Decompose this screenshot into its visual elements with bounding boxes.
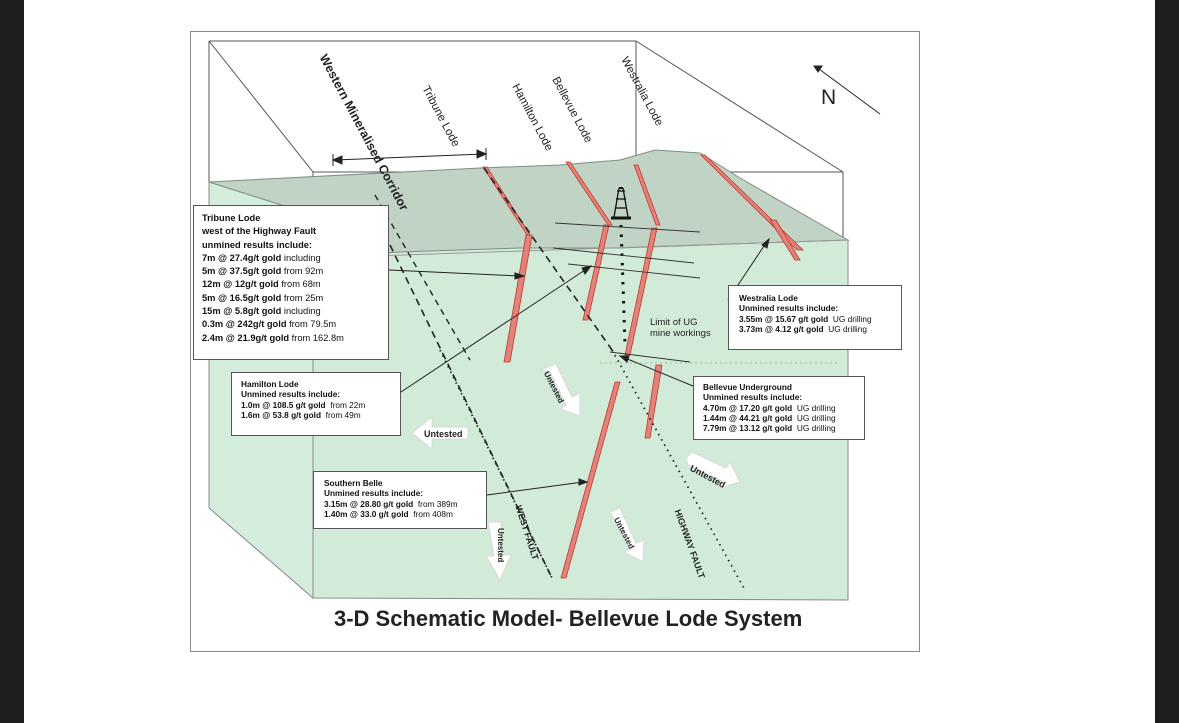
drill-hole-trace <box>619 224 627 346</box>
untested-label-down1: Untested <box>496 528 505 563</box>
highway-fault-line <box>483 167 613 351</box>
result-row: 7m @ 27.4g/t gold including <box>202 252 321 263</box>
leader-arrows <box>331 148 770 496</box>
fault-lines <box>374 167 746 591</box>
westralia-lode-vein-deep <box>769 219 801 261</box>
untested-arrow-down1 <box>485 521 512 582</box>
result-row: 3.73m @ 4.12 g/t gold UG drilling <box>739 324 867 335</box>
westralia-results-box: Westralia Lode Unmined results include: … <box>728 285 902 350</box>
result-row: 3.15m @ 28.80 g/t gold from 389m <box>324 498 458 509</box>
southern-belle-results-box: Southern Belle Unmined results include: … <box>313 471 487 529</box>
hamilton-lode-vein-deep <box>582 224 610 321</box>
tribune-subtitle2: unmined results include: <box>202 239 313 250</box>
result-row: 1.44m @ 44.21 g/t gold UG drilling <box>703 413 836 424</box>
tribune-subtitle: west of the Highway Fault <box>202 226 317 237</box>
untested-label-west: Untested <box>424 429 463 439</box>
hamilton-results-box: Hamilton Lode Unmined results include: 1… <box>231 372 401 436</box>
west-fault-dotted <box>439 349 553 579</box>
tribune-title: Tribune Lode <box>202 213 261 223</box>
southern-belle-vein <box>560 381 621 579</box>
hamilton-title: Hamilton Lode <box>241 379 299 389</box>
highway-fault-dotted <box>611 349 746 591</box>
bellevue-lode-vein-deep <box>624 227 658 356</box>
westralia-subtitle: Unmined results include: <box>739 303 839 314</box>
tribune-results-box: Tribune Lode west of the Highway Fault u… <box>193 205 389 360</box>
hamilton-lode-vein <box>565 161 613 226</box>
bellevue-results-box: Bellevue Underground Unmined results inc… <box>693 376 865 440</box>
bellevue-lode-vein <box>633 164 661 226</box>
untested-arrow-east <box>685 451 741 489</box>
north-label: N <box>821 86 837 109</box>
lode-veins <box>482 154 804 579</box>
result-row: 7.79m @ 13.12 g/t gold UG drilling <box>703 423 836 434</box>
bellevue-title: Bellevue Underground <box>703 382 792 392</box>
tribune-lode-vein-deep <box>503 234 533 363</box>
hamilton-subtitle: Unmined results include: <box>241 389 341 400</box>
result-row: 15m @ 5.8g/t gold including <box>202 305 321 316</box>
untested-arrow-mid <box>538 363 581 417</box>
ug-limit-line2: mine workings <box>650 327 711 339</box>
drill-rig-icon <box>611 187 631 220</box>
bellevue-lode-vein-lower <box>644 364 663 439</box>
result-row: 1.40m @ 33.0 g/t gold from 408m <box>324 509 453 520</box>
west-fault-line <box>389 244 553 579</box>
result-row: 3.55m @ 15.67 g/t gold UG drilling <box>739 313 872 324</box>
result-row: 0.3m @ 242g/t gold from 79.5m <box>202 319 337 330</box>
result-row: 12m @ 12g/t gold from 68m <box>202 279 321 290</box>
ug-workings-limit-label: Limit of UG mine workings <box>650 317 711 340</box>
offset-lines <box>552 222 701 363</box>
figure-title: 3-D Schematic Model- Bellevue Lode Syste… <box>334 606 803 631</box>
westralia-title: Westralia Lode <box>739 293 798 303</box>
southern-subtitle: Unmined results include: <box>324 488 424 499</box>
result-row: 5m @ 37.5g/t gold from 92m <box>202 266 324 277</box>
untested-arrow-west <box>411 415 469 451</box>
result-row: 1.0m @ 108.5 g/t gold from 22m <box>241 399 366 410</box>
untested-arrows <box>411 363 741 582</box>
north-arrow-icon <box>813 65 881 115</box>
result-row: 5m @ 16.5g/t gold from 25m <box>202 292 324 303</box>
surface-edge <box>312 239 849 259</box>
result-row: 4.70m @ 17.20 g/t gold UG drilling <box>703 402 836 413</box>
southern-title: Southern Belle <box>324 478 383 488</box>
western-corridor-fault <box>374 194 471 361</box>
untested-arrow-down2 <box>609 507 645 563</box>
bellevue-subtitle: Unmined results include: <box>703 392 803 403</box>
ug-limit-line1: Limit of UG <box>650 317 698 328</box>
result-row: 1.6m @ 53.8 g/t gold from 49m <box>241 410 361 421</box>
result-row: 2.4m @ 21.9g/t gold from 162.8m <box>202 332 344 343</box>
